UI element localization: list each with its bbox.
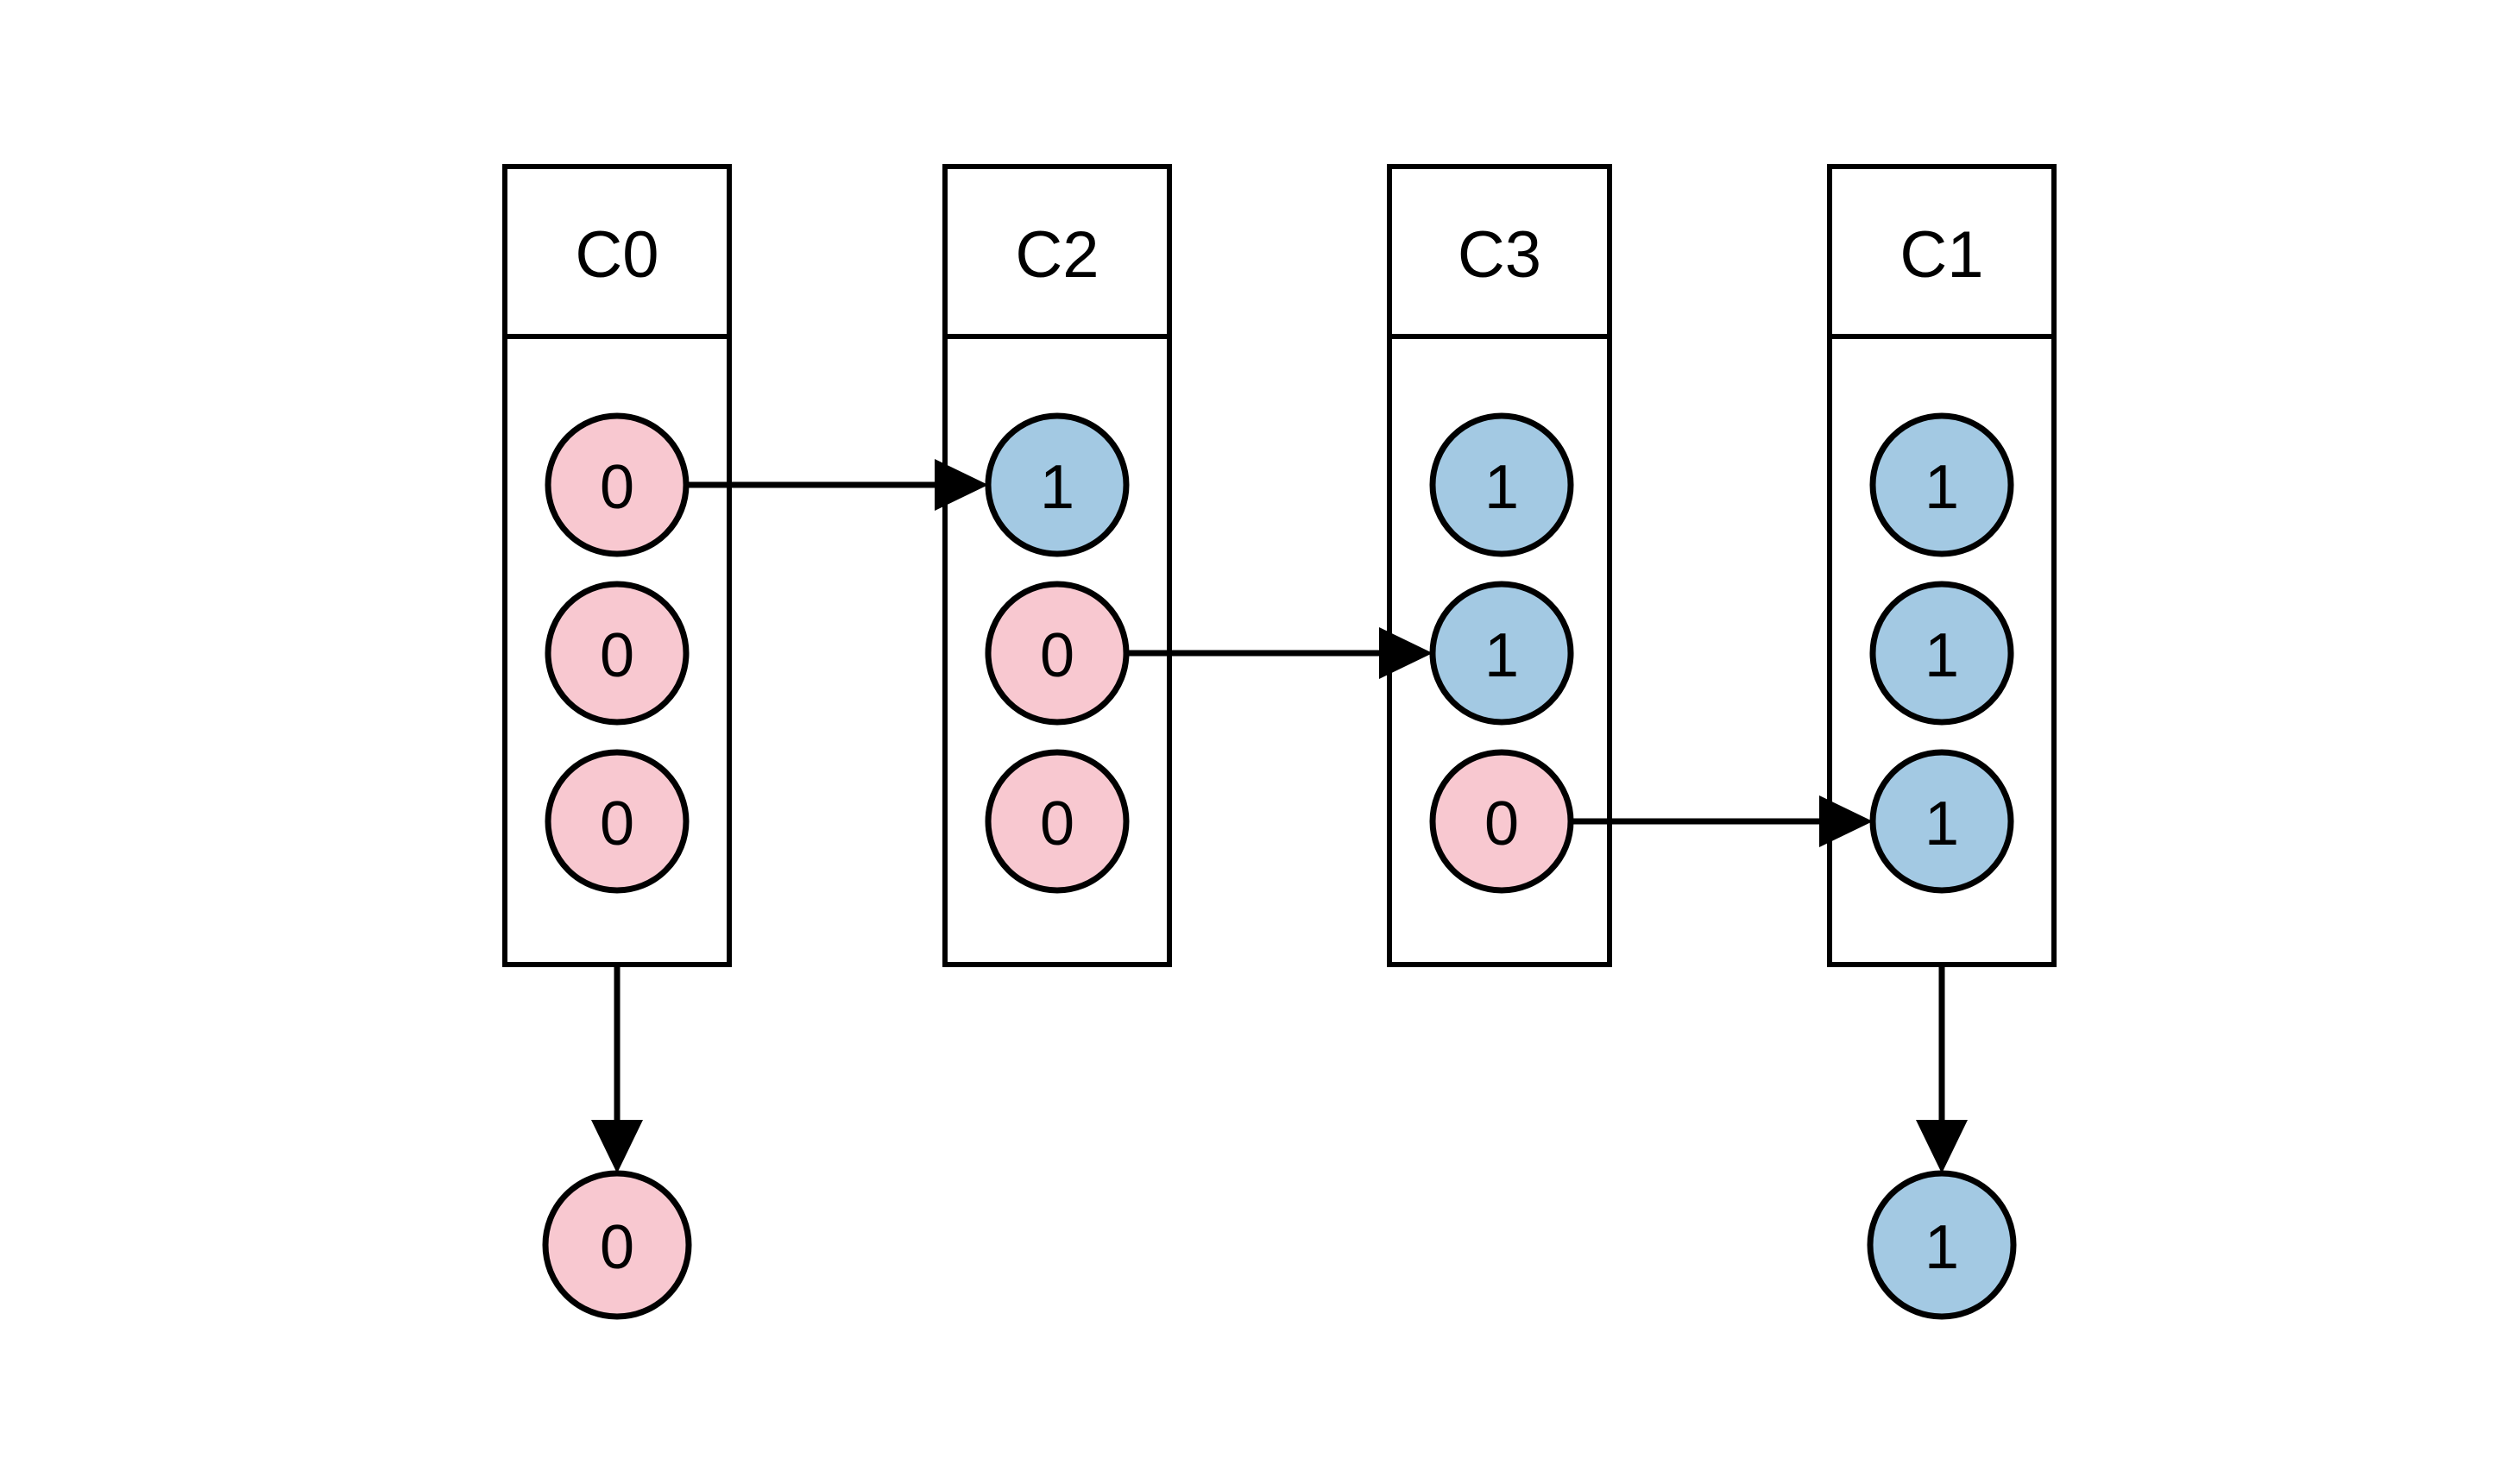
edge-c0-to-c2 <box>686 459 988 511</box>
node-c1-1[interactable]: 1 <box>1869 581 2014 726</box>
column-label-c2: C2 <box>1015 218 1099 292</box>
arrowhead-icon <box>1379 627 1433 679</box>
node-c3-1[interactable]: 1 <box>1429 581 1574 726</box>
edge-c1-to-output <box>1916 965 1968 1173</box>
node-circle-one <box>985 412 1130 557</box>
node-value-label: 1 <box>1925 621 1959 690</box>
column-label-c0: C0 <box>575 218 658 292</box>
node-c0-2[interactable]: 0 <box>545 749 690 894</box>
node-c1-0[interactable]: 1 <box>1869 412 2014 557</box>
node-circle-zero <box>545 412 690 557</box>
node-value-label: 0 <box>600 621 634 690</box>
node-circle-one <box>1869 581 2014 726</box>
node-c2-0[interactable]: 1 <box>985 412 1130 557</box>
output-value-label: 1 <box>1925 1213 1959 1282</box>
node-circle-zero <box>545 749 690 894</box>
node-value-label: 1 <box>1925 453 1959 522</box>
node-value-label: 1 <box>1484 453 1519 522</box>
output-circle-one <box>1867 1170 2017 1320</box>
node-value-label: 1 <box>1484 621 1519 690</box>
edges <box>591 459 1968 1173</box>
output-value-label: 0 <box>600 1213 634 1282</box>
column-label-c1: C1 <box>1899 218 1983 292</box>
arrowhead-icon <box>1916 1120 1968 1173</box>
node-circle-one <box>1869 412 2014 557</box>
node-circle-zero <box>985 581 1130 726</box>
edge-c0-to-output <box>591 965 643 1173</box>
node-c0-1[interactable]: 0 <box>545 581 690 726</box>
arrowhead-icon <box>1819 795 1873 847</box>
node-circle-zero <box>545 581 690 726</box>
node-circle-zero <box>985 749 1130 894</box>
node-value-label: 1 <box>1040 453 1074 522</box>
node-value-label: 0 <box>1040 789 1074 858</box>
node-c0-0[interactable]: 0 <box>545 412 690 557</box>
node-value-label: 0 <box>1484 789 1519 858</box>
node-c3-2[interactable]: 0 <box>1429 749 1574 894</box>
node-c1-2[interactable]: 1 <box>1869 749 2014 894</box>
edge-c3-to-c1 <box>1571 795 1873 847</box>
edge-c2-to-c3 <box>1126 627 1433 679</box>
arrowhead-icon <box>935 459 988 511</box>
node-value-label: 0 <box>600 453 634 522</box>
node-value-label: 0 <box>1040 621 1074 690</box>
arrowhead-icon <box>591 1120 643 1173</box>
node-value-label: 1 <box>1925 789 1959 858</box>
node-circle-one <box>1429 581 1574 726</box>
node-circle-one <box>1429 412 1574 557</box>
column-label-c3: C3 <box>1458 218 1541 292</box>
node-circle-zero <box>1429 749 1574 894</box>
node-c3-0[interactable]: 1 <box>1429 412 1574 557</box>
node-value-label: 0 <box>600 789 634 858</box>
output-circle-zero <box>542 1170 692 1320</box>
node-c2-1[interactable]: 0 <box>985 581 1130 726</box>
output-node-c1[interactable]: 1 <box>1867 1170 2017 1320</box>
node-c2-2[interactable]: 0 <box>985 749 1130 894</box>
output-node-c0[interactable]: 0 <box>542 1170 692 1320</box>
nodes: 0 0 0 1 0 0 1 1 0 1 1 1 0 1 <box>542 412 2017 1320</box>
node-circle-one <box>1869 749 2014 894</box>
